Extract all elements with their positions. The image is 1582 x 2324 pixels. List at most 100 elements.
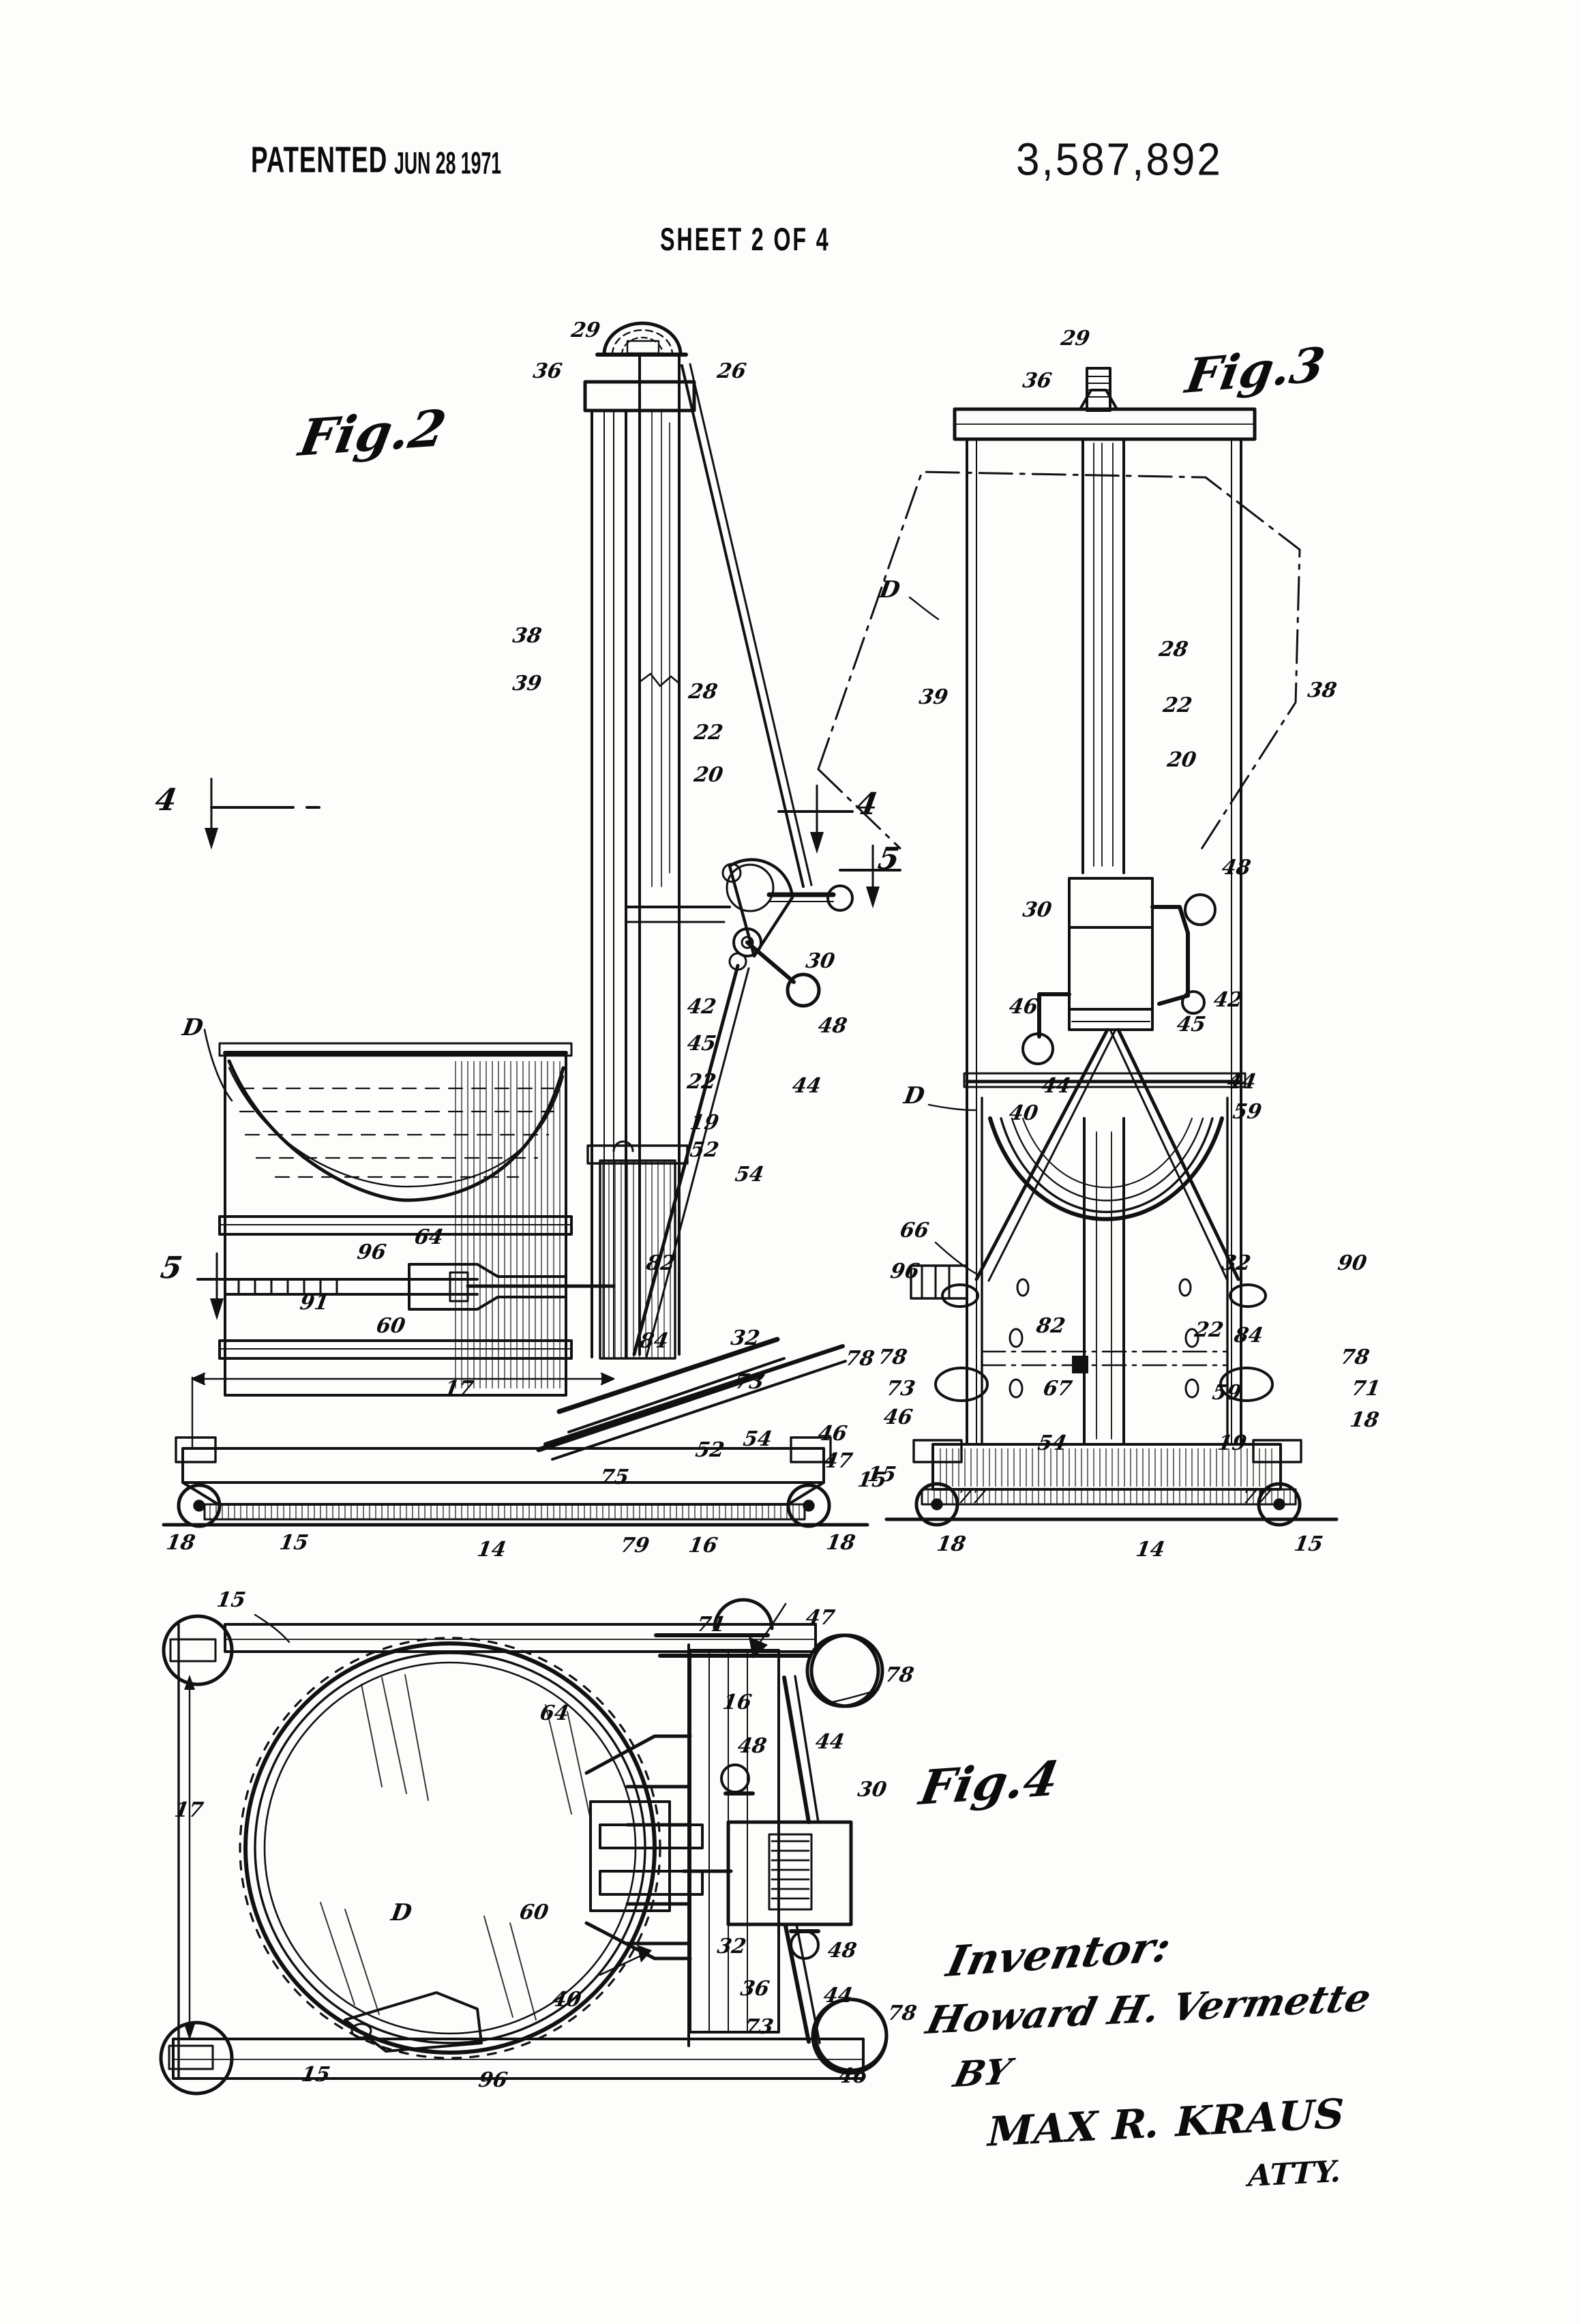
- fig3-ref-67: 67: [1041, 1377, 1074, 1401]
- fig2-ref-45: 45: [685, 1032, 718, 1056]
- fig2-ref-30: 30: [804, 949, 837, 973]
- fig4-ref-78: 78: [883, 1663, 916, 1687]
- fig4-ref-15: 15: [215, 1588, 248, 1612]
- fig3-ref-45: 45: [1175, 1013, 1208, 1037]
- fig3-ref-15: 15: [865, 1463, 898, 1487]
- fig2-ref-26: 26: [715, 359, 748, 383]
- fig2-ref-78: 78: [844, 1347, 876, 1371]
- fig3-ref-30: 30: [1021, 898, 1054, 922]
- fig3-ref-42: 42: [1212, 988, 1244, 1012]
- fig3-ref-78: 78: [876, 1345, 909, 1369]
- fig3-ref-46: 46: [882, 1405, 914, 1429]
- fig3-ref-78: 78: [1339, 1345, 1371, 1369]
- fig2-ref-44: 44: [790, 1074, 823, 1098]
- fig2-ref-38: 38: [511, 624, 543, 648]
- fig3-ref-90: 90: [1336, 1251, 1369, 1275]
- fig3-ref-D: D: [877, 576, 902, 604]
- fig2-ref-28: 28: [687, 680, 719, 704]
- fig4-ref-47: 47: [804, 1606, 837, 1630]
- fig3-ref-66: 66: [898, 1219, 931, 1242]
- fig2-ref-18: 18: [164, 1531, 197, 1555]
- fig3-ref-D: D: [901, 1082, 927, 1109]
- fig3-ref-38: 38: [1306, 679, 1339, 702]
- section-marker-4-left: 4: [153, 783, 179, 818]
- fig2-ref-91: 91: [298, 1291, 331, 1315]
- figure-2-label: Fig.2: [295, 399, 451, 468]
- fig2-ref-20: 20: [692, 763, 725, 787]
- patent-number: 3,587,892: [1016, 134, 1223, 185]
- fig2-ref-16: 16: [687, 1534, 719, 1558]
- fig3-ref-36: 36: [1021, 369, 1054, 393]
- fig2-ref-18: 18: [824, 1531, 857, 1555]
- fig2-ref-54: 54: [741, 1427, 774, 1451]
- fig4-ref-44: 44: [814, 1730, 846, 1754]
- fig4-ref-60: 60: [518, 1901, 550, 1924]
- inventor-label: Inventor:: [942, 1921, 1176, 1986]
- fig2-ref-60: 60: [374, 1314, 407, 1338]
- fig2-ref-54: 54: [733, 1163, 766, 1187]
- fig3-ref-77: 77: [955, 1485, 988, 1508]
- fig3-ref-54: 54: [1036, 1431, 1069, 1455]
- fig3-ref-59: 59: [1210, 1381, 1243, 1405]
- fig3-ref-15: 15: [1292, 1532, 1325, 1556]
- fig3-ref-71: 71: [1349, 1377, 1382, 1401]
- fig2-ref-17: 17: [443, 1377, 475, 1401]
- fig3-ref-19: 19: [1216, 1431, 1249, 1455]
- fig3-ref-20: 20: [1165, 748, 1198, 772]
- fig4-ref-64: 64: [538, 1701, 571, 1725]
- fig4-ref-15: 15: [299, 2063, 332, 2087]
- fig4-ref-48: 48: [826, 1939, 859, 1963]
- fig3-ref-22: 22: [1161, 694, 1194, 717]
- fig2-ref-73: 73: [733, 1370, 766, 1394]
- attorney-title: ATTY.: [1244, 2154, 1346, 2194]
- fig2-ref-36: 36: [531, 359, 564, 383]
- inventor-name: Howard H. Vermette: [922, 1975, 1375, 2043]
- fig2-ref-42: 42: [685, 995, 718, 1019]
- section-marker-4-right: 4: [854, 787, 880, 822]
- figure-4-drawing: [159, 1598, 889, 2096]
- fig3-ref-14: 14: [1134, 1538, 1167, 1562]
- fig3-ref-77: 77: [1240, 1485, 1273, 1508]
- fig2-ref-D: D: [180, 1014, 205, 1041]
- fig3-ref-44: 44: [1225, 1070, 1258, 1094]
- section-marker-5-left: 5: [158, 1251, 185, 1285]
- fig2-ref-39: 39: [511, 672, 543, 696]
- attorney-name: MAX R. KRAUS: [982, 2090, 1349, 2156]
- fig3-ref-39: 39: [917, 685, 950, 709]
- fig2-ref-22: 22: [685, 1070, 718, 1094]
- fig2-ref-46: 46: [816, 1422, 849, 1446]
- sheet-number: SHEET 2 OF 4: [660, 222, 831, 258]
- fig2-ref-75: 75: [598, 1465, 631, 1489]
- fig3-ref-48: 48: [1220, 856, 1253, 880]
- fig2-ref-14: 14: [475, 1538, 508, 1562]
- fig4-ref-30: 30: [856, 1778, 889, 1802]
- fig3-ref-29: 29: [1059, 327, 1092, 351]
- patent-date: JUN 28 1971: [394, 146, 502, 181]
- fig2-ref-32: 32: [729, 1326, 762, 1350]
- fig4-ref-17: 17: [173, 1798, 205, 1822]
- fig4-ref-36: 36: [738, 1977, 771, 2001]
- figure-2-drawing: [162, 321, 901, 1526]
- figure-4-label: Fig.4: [915, 1750, 1063, 1816]
- fig4-ref-16: 16: [721, 1690, 753, 1714]
- fig3-ref-59: 59: [1231, 1100, 1264, 1124]
- by-label: BY: [949, 2051, 1015, 2096]
- fig2-ref-47: 47: [822, 1449, 854, 1473]
- fig3-ref-96: 96: [889, 1260, 921, 1283]
- fig3-ref-18: 18: [935, 1532, 968, 1556]
- figure-3-label: Fig.3: [1182, 336, 1329, 404]
- fig2-ref-64: 64: [413, 1225, 445, 1249]
- fig4-ref-46: 46: [837, 2064, 869, 2088]
- fig3-ref-32: 32: [1220, 1251, 1253, 1275]
- section-marker-5-right: 5: [876, 841, 902, 876]
- fig3-ref-46: 46: [1007, 995, 1040, 1019]
- fig3-ref-73: 73: [884, 1377, 917, 1401]
- fig4-ref-40: 40: [550, 1988, 583, 2012]
- fig4-ref-71: 71: [695, 1613, 728, 1637]
- fig4-ref-32: 32: [715, 1935, 748, 1958]
- fig3-ref-82: 82: [1034, 1314, 1067, 1338]
- fig3-ref-40: 40: [1007, 1101, 1040, 1125]
- fig3-ref-22: 22: [1193, 1318, 1225, 1342]
- fig3-ref-28: 28: [1157, 638, 1190, 661]
